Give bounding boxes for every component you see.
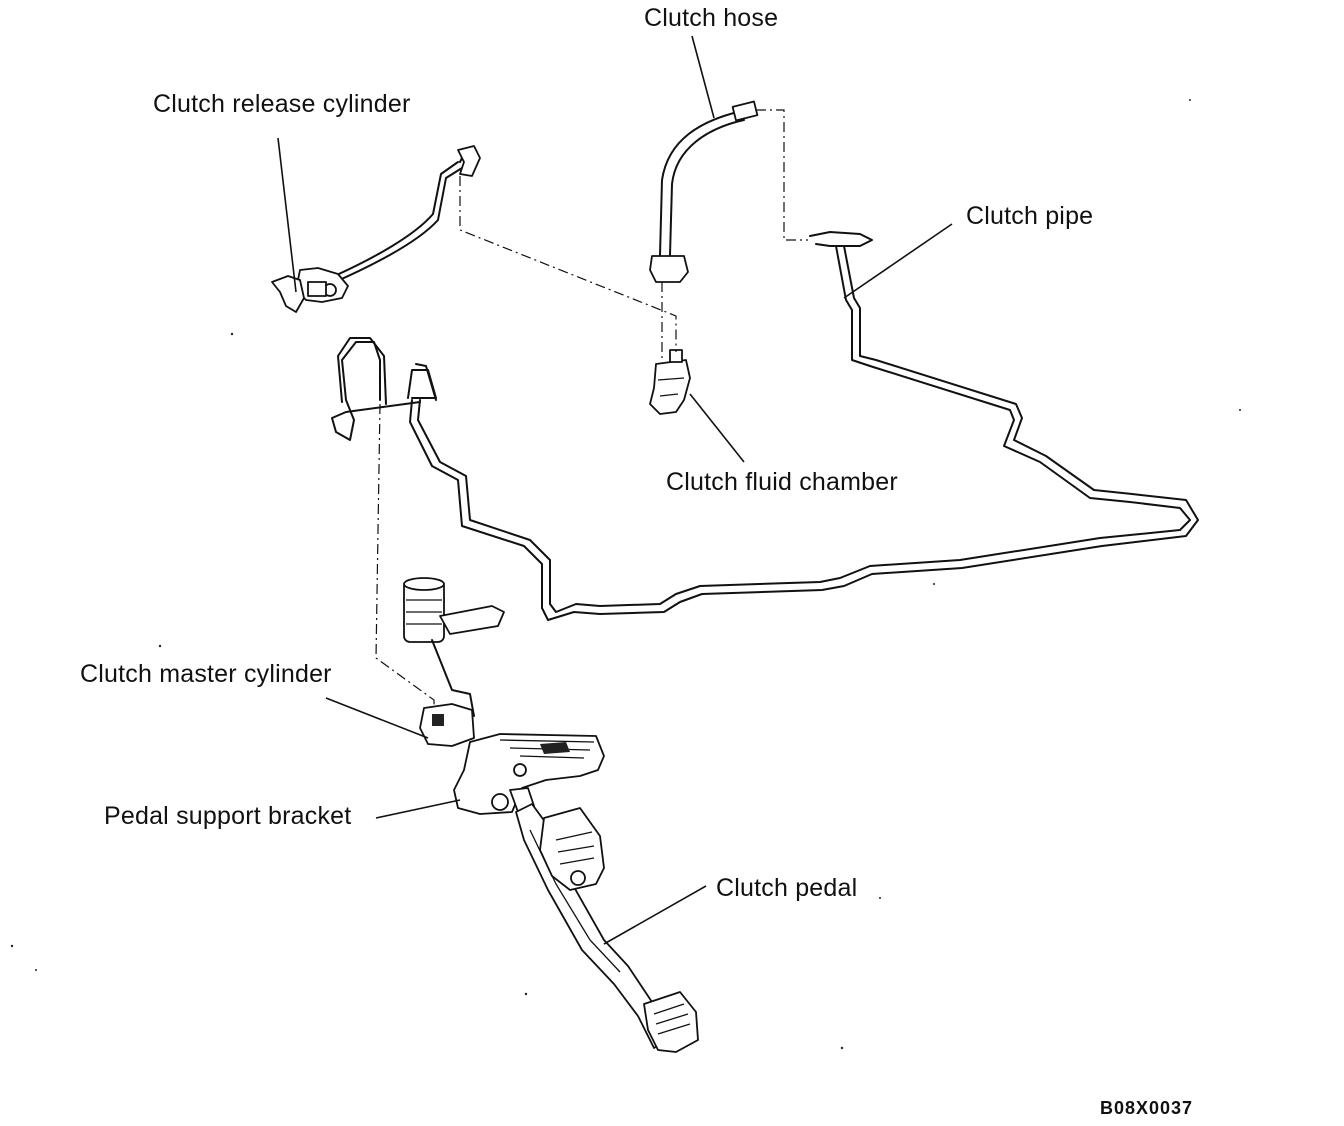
clutch-release-cylinder-part <box>271 145 481 313</box>
leader-clutch-pipe <box>843 223 953 299</box>
clutch-fluid-chamber-part <box>649 349 691 415</box>
scan-specks <box>10 99 1241 1050</box>
label-pedal-support-bracket: Pedal support bracket <box>104 802 352 830</box>
clutch-pedal-part <box>515 803 699 1053</box>
leader-clutch-release-cylinder <box>277 137 297 293</box>
connection-line-loop-to-master <box>375 403 435 714</box>
label-clutch-pedal: Clutch pedal <box>716 874 858 902</box>
leader-pedal-support-bracket <box>375 799 461 819</box>
leader-clutch-master-cylinder <box>325 697 429 739</box>
label-clutch-release-cylinder: Clutch release cylinder <box>153 90 411 118</box>
connection-line-hose-to-pipe <box>756 109 808 241</box>
leader-clutch-pedal <box>603 885 707 945</box>
clutch-master-cylinder-part <box>403 577 505 747</box>
clutch-hose-part <box>649 100 759 283</box>
leader-clutch-hose <box>691 35 715 119</box>
label-clutch-master-cylinder: Clutch master cylinder <box>80 660 332 688</box>
label-clutch-pipe: Clutch pipe <box>966 202 1094 230</box>
label-clutch-hose: Clutch hose <box>644 4 779 32</box>
figure-code: B08X0037 <box>1100 1098 1194 1118</box>
connection-line-release-to-chamber <box>459 176 677 352</box>
label-clutch-fluid-chamber: Clutch fluid chamber <box>666 468 898 496</box>
pedal-support-bracket-part <box>453 733 605 815</box>
leader-clutch-fluid-chamber <box>689 393 745 463</box>
clutch-pipe-part <box>331 231 1199 621</box>
